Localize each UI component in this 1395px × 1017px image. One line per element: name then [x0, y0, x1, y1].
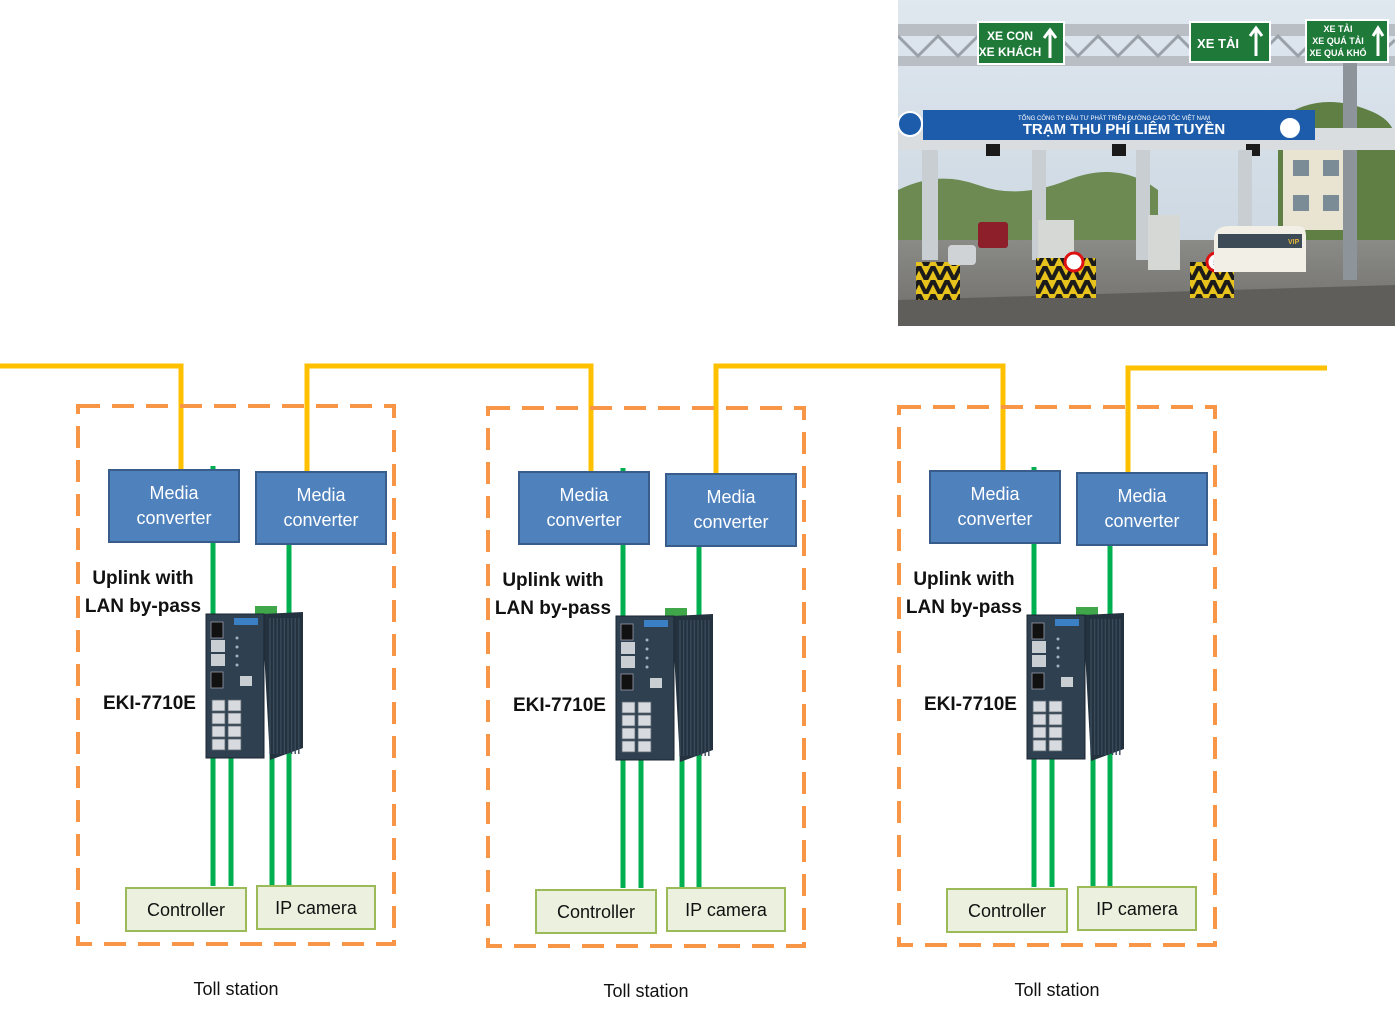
media-converter-right-label-2: converter	[1104, 511, 1179, 531]
device-model-label: EKI-7710E	[513, 695, 606, 716]
media-converter-right-label-1: Media	[706, 487, 756, 507]
bus-label: VIP	[1288, 239, 1300, 246]
lane-sign-car-coach: XE CON XE KHÁCH	[977, 21, 1065, 65]
station-border	[897, 405, 1217, 947]
toll-station-caption: Toll station	[193, 979, 278, 999]
media-converter-left: Media converter	[518, 471, 650, 545]
eki-switch-icon	[1026, 607, 1124, 761]
toll-plaza-photo: XE CON XE KHÁCH XE TẢI XE TẢI XE QUÁ TẢI…	[898, 0, 1395, 326]
media-converter-left-label-1: Media	[559, 485, 609, 505]
ip-camera-label: IP camera	[1096, 899, 1179, 919]
lane-sign-oversize: XE TẢI XE QUÁ TẢI XE QUÁ KHỔ	[1305, 19, 1389, 63]
media-converter-left-label-2: converter	[957, 509, 1032, 529]
uplink-label-2: LAN by-pass	[906, 597, 1022, 618]
ip-camera-box: IP camera	[666, 887, 786, 932]
media-converter-left-label-1: Media	[149, 483, 199, 503]
fiber-trunk-line	[0, 363, 1327, 474]
toll-plaza-banner	[923, 110, 1315, 140]
device-model-label: EKI-7710E	[924, 694, 1017, 715]
media-converter-right-label-2: converter	[283, 510, 358, 530]
media-converter-left-label-2: converter	[136, 508, 211, 528]
media-converter-left: Media converter	[108, 469, 240, 543]
sign-right-line2: XE QUÁ TẢI	[1312, 35, 1364, 46]
ip-camera-label: IP camera	[275, 898, 358, 918]
media-converter-right: Media converter	[1076, 472, 1208, 546]
media-converter-left: Media converter	[929, 470, 1061, 544]
controller-box: Controller	[535, 889, 657, 934]
ip-camera-box: IP camera	[256, 885, 376, 930]
sign-right-line3: XE QUÁ KHỔ	[1309, 47, 1366, 58]
controller-box: Controller	[946, 888, 1068, 933]
uplink-label-1: Uplink with	[913, 569, 1014, 590]
media-converter-right: Media converter	[255, 471, 387, 545]
station-border	[486, 406, 806, 948]
controller-box: Controller	[125, 887, 247, 932]
lane-sign-truck: XE TẢI	[1189, 21, 1271, 63]
uplink-label-1: Uplink with	[502, 570, 603, 591]
controller-label: Controller	[557, 902, 635, 922]
sign-left-line1: XE CON	[987, 29, 1033, 43]
ip-camera-box: IP camera	[1077, 886, 1197, 931]
ip-camera-label: IP camera	[685, 900, 768, 920]
toll-station-caption: Toll station	[1014, 980, 1099, 1000]
sign-mid: XE TẢI	[1197, 36, 1239, 51]
device-model-label: EKI-7710E	[103, 693, 196, 714]
media-converter-right-label-1: Media	[296, 485, 346, 505]
media-converter-left-label-2: converter	[546, 510, 621, 530]
eki-switch-icon	[205, 606, 303, 760]
controller-label: Controller	[968, 901, 1046, 921]
uplink-label-1: Uplink with	[92, 568, 193, 589]
station-border	[76, 404, 396, 946]
toll-station-caption: Toll station	[603, 981, 688, 1001]
media-converter-right: Media converter	[665, 473, 797, 547]
sign-left-line2: XE KHÁCH	[979, 44, 1042, 59]
banner-small-text: TỔNG CÔNG TY ĐẦU TƯ PHÁT TRIỂN ĐƯỜNG CAO…	[1018, 114, 1210, 122]
uplink-label-2: LAN by-pass	[495, 598, 611, 619]
media-converter-left-label-1: Media	[970, 484, 1020, 504]
banner-main-text: TRẠM THU PHÍ LIÊM TUYỀN	[1023, 120, 1226, 138]
sign-right-line1: XE TẢI	[1323, 23, 1352, 34]
uplink-label-2: LAN by-pass	[85, 596, 201, 617]
media-converter-right-label-1: Media	[1117, 486, 1167, 506]
controller-label: Controller	[147, 900, 225, 920]
media-converter-right-label-2: converter	[693, 512, 768, 532]
eki-switch-icon	[615, 608, 713, 762]
